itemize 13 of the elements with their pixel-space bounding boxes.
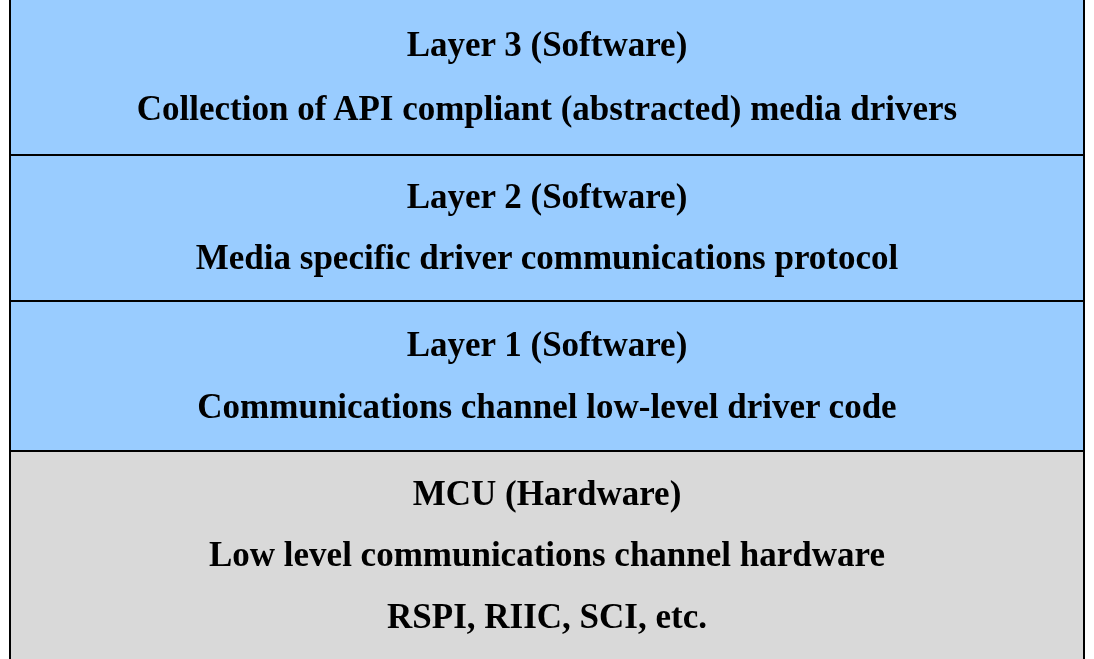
software-layer-band (9, 0, 1085, 156)
layer-description: Collection of API compliant (abstracted) media drivers (136, 89, 958, 129)
layer-heading: MCU (Hardware) (412, 474, 682, 514)
layer-description: RSPI, RIIC, SCI, etc. (387, 597, 707, 637)
layer-heading: Layer 3 (Software) (406, 25, 688, 65)
layer-heading: Layer 2 (Software) (406, 178, 688, 217)
layer-heading: Layer 1 (Software) (406, 325, 688, 365)
layer-description: Low level communications channel hardware (209, 536, 885, 575)
layer-description: Media specific driver communications protocol (195, 239, 899, 278)
hardware-layer-band (9, 452, 1085, 659)
software-layer-band (9, 156, 1085, 302)
layer-description: Communications channel low-level driver code (197, 387, 897, 427)
software-layer-band (9, 302, 1085, 452)
